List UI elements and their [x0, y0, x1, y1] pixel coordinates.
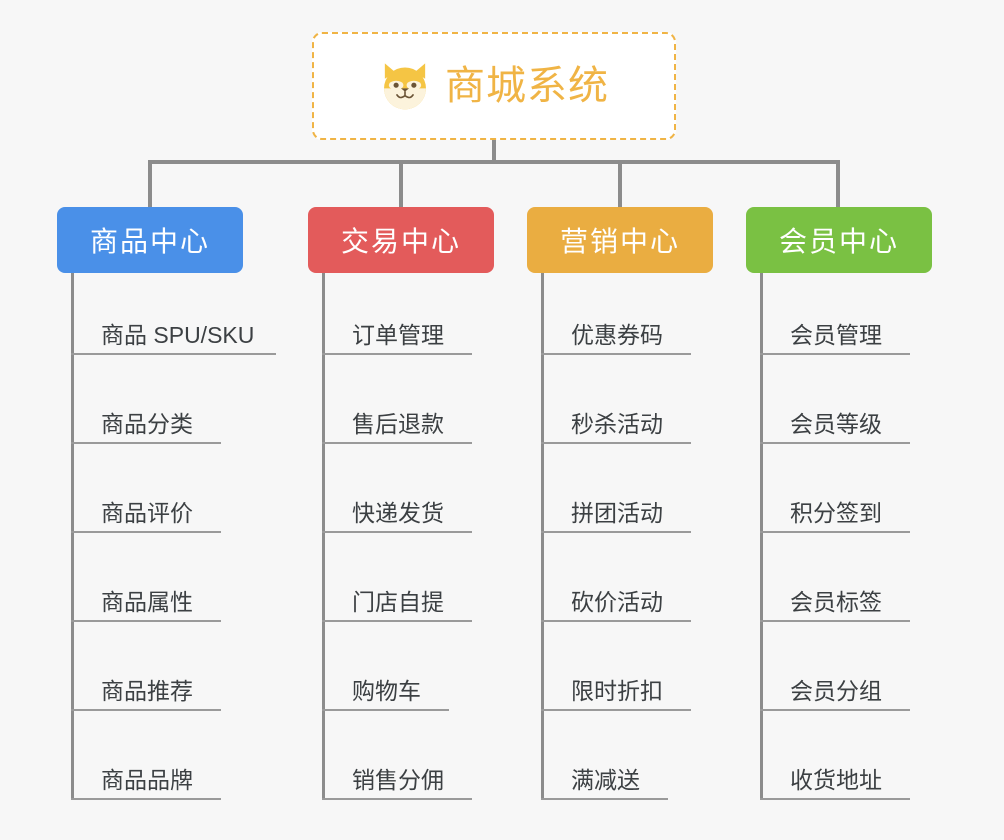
leaf-underline: [71, 798, 221, 800]
drop-connector-3: [618, 160, 622, 209]
category-spine: [541, 273, 544, 800]
leaf-label: 砍价活动: [571, 589, 663, 615]
leaf-underline: [322, 531, 472, 533]
leaf-label: 优惠券码: [571, 322, 663, 348]
leaf-underline: [71, 442, 221, 444]
leaf-underline: [541, 353, 691, 355]
category-spine: [760, 273, 763, 800]
leaf-underline: [322, 620, 472, 622]
leaf-underline: [541, 442, 691, 444]
leaf-label: 拼团活动: [571, 500, 663, 526]
root-title: 商城系统: [445, 64, 609, 108]
leaf-label: 门店自提: [352, 589, 444, 615]
leaf-underline: [760, 709, 910, 711]
drop-connector-1: [148, 160, 152, 209]
leaf-label: 会员标签: [790, 589, 882, 615]
category-header-3[interactable]: 营销中心: [527, 207, 713, 273]
drop-connector-4: [836, 160, 840, 209]
leaf-underline: [760, 442, 910, 444]
leaf-underline: [322, 709, 449, 711]
horizontal-bus-connector: [148, 160, 840, 164]
leaf-label: 积分签到: [790, 500, 882, 526]
leaf-underline: [322, 353, 472, 355]
leaf-label: 收货地址: [790, 767, 882, 793]
leaf-underline: [541, 531, 691, 533]
drop-connector-2: [399, 160, 403, 209]
category-header-2[interactable]: 交易中心: [308, 207, 494, 273]
shiba-dog-face-icon: [384, 63, 426, 110]
leaf-underline: [322, 798, 472, 800]
leaf-label: 购物车: [352, 678, 421, 704]
leaf-underline: [541, 798, 668, 800]
leaf-label: 售后退款: [352, 411, 444, 437]
leaf-underline: [71, 531, 221, 533]
leaf-label: 会员管理: [790, 322, 882, 348]
leaf-label: 秒杀活动: [571, 411, 663, 437]
leaf-underline: [71, 353, 276, 355]
category-spine: [322, 273, 325, 800]
leaf-underline: [760, 531, 910, 533]
leaf-underline: [71, 709, 221, 711]
leaf-label: 商品 SPU/SKU: [101, 322, 255, 348]
leaf-label: 商品分类: [101, 411, 193, 437]
root-node[interactable]: 商城系统: [312, 32, 676, 140]
leaf-label: 商品属性: [101, 589, 193, 615]
leaf-label: 商品品牌: [101, 767, 193, 793]
category-header-4[interactable]: 会员中心: [746, 207, 932, 273]
leaf-underline: [760, 353, 910, 355]
leaf-underline: [541, 620, 691, 622]
leaf-underline: [322, 442, 472, 444]
leaf-underline: [71, 620, 221, 622]
leaf-label: 满减送: [571, 767, 640, 793]
category-header-1[interactable]: 商品中心: [57, 207, 243, 273]
root-stem-connector: [492, 140, 496, 162]
category-spine: [71, 273, 74, 800]
leaf-label: 快递发货: [352, 500, 444, 526]
leaf-label: 会员等级: [790, 411, 882, 437]
leaf-underline: [760, 620, 910, 622]
leaf-underline: [541, 709, 691, 711]
leaf-label: 商品推荐: [101, 678, 193, 704]
leaf-label: 限时折扣: [571, 678, 663, 704]
leaf-label: 会员分组: [790, 678, 882, 704]
leaf-label: 销售分佣: [352, 767, 444, 793]
leaf-underline: [760, 798, 910, 800]
leaf-label: 商品评价: [101, 500, 193, 526]
leaf-label: 订单管理: [352, 322, 444, 348]
